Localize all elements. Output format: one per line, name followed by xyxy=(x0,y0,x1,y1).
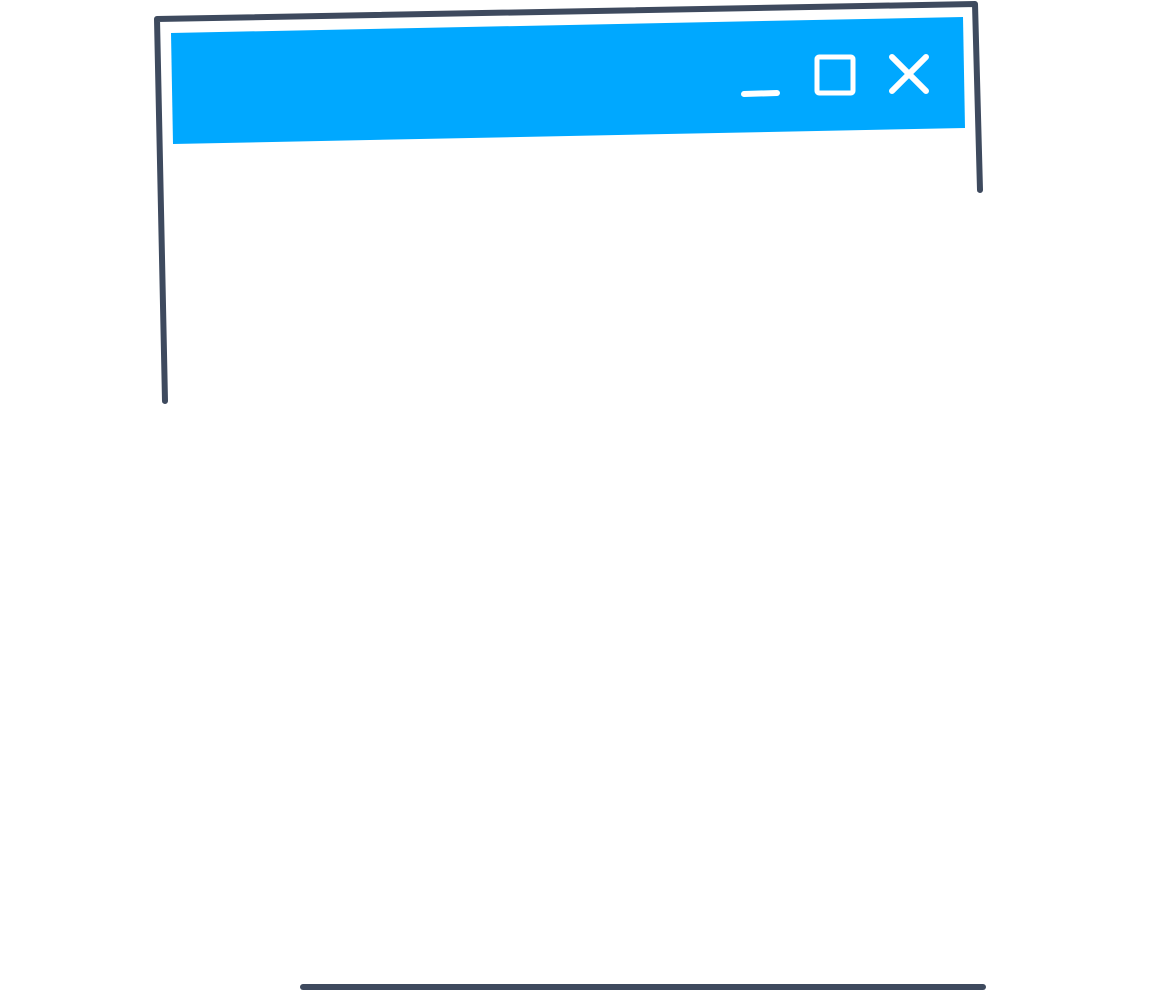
minimize-icon xyxy=(741,90,780,97)
close-button[interactable] xyxy=(889,54,929,94)
minimize-button[interactable] xyxy=(741,90,780,97)
maximize-icon xyxy=(814,54,856,96)
close-icon xyxy=(889,54,929,94)
frame-top-and-sides xyxy=(154,1,983,404)
title-bar xyxy=(171,17,965,144)
maximize-button[interactable] xyxy=(814,54,856,96)
window-frame xyxy=(154,1,986,990)
